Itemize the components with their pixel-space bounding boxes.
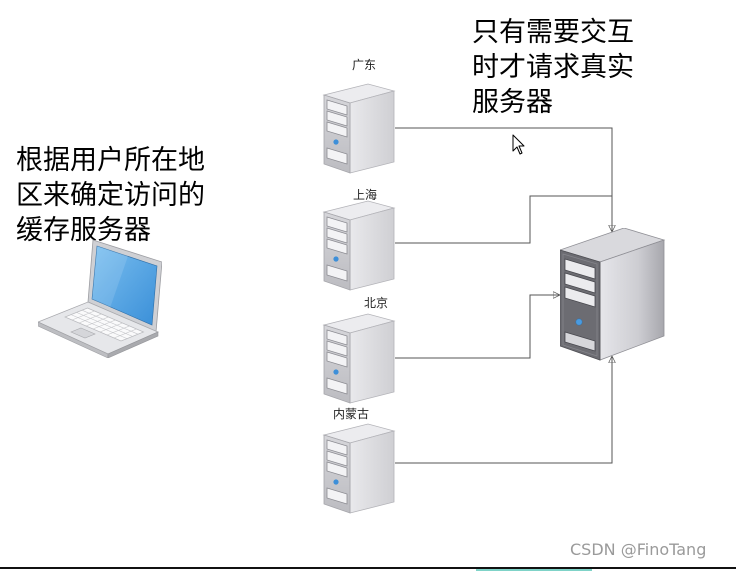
server-label-neimenggu: 内蒙古 — [333, 407, 370, 421]
client-note-line: 缓存服务器 — [16, 215, 151, 246]
origin-note-line: 只有需要交互 — [472, 17, 634, 48]
connector-neimenggu — [395, 356, 612, 464]
server-label-guangdong: 广东 — [352, 58, 377, 72]
origin-note-line: 时才请求真实 — [472, 52, 634, 83]
server-icon — [322, 82, 396, 174]
slide-bottom-accent — [476, 569, 592, 571]
origin-note-line: 服务器 — [472, 87, 553, 118]
connector-shanghai — [395, 195, 612, 244]
server-icon — [322, 312, 396, 404]
watermark: CSDN @FinoTang — [570, 540, 707, 559]
laptop-icon — [38, 239, 162, 358]
connector-beijing — [395, 295, 560, 359]
client-note-line: 区来确定访问的 — [16, 180, 205, 211]
mouse-pointer-icon — [512, 134, 525, 155]
server-label-shanghai: 上海 — [353, 188, 378, 202]
slide-bottom-border — [0, 567, 736, 569]
client-note: 根据用户所在地 区来确定访问的 缓存服务器 — [16, 143, 205, 248]
origin-note: 只有需要交互 时才请求真实 服务器 — [472, 15, 634, 120]
connector-guangdong — [395, 127, 612, 232]
server-label-beijing: 北京 — [364, 296, 389, 310]
client-note-line: 根据用户所在地 — [16, 145, 205, 176]
server-tower-icon — [560, 228, 666, 361]
server-icon — [322, 199, 396, 291]
server-icon — [322, 422, 396, 514]
